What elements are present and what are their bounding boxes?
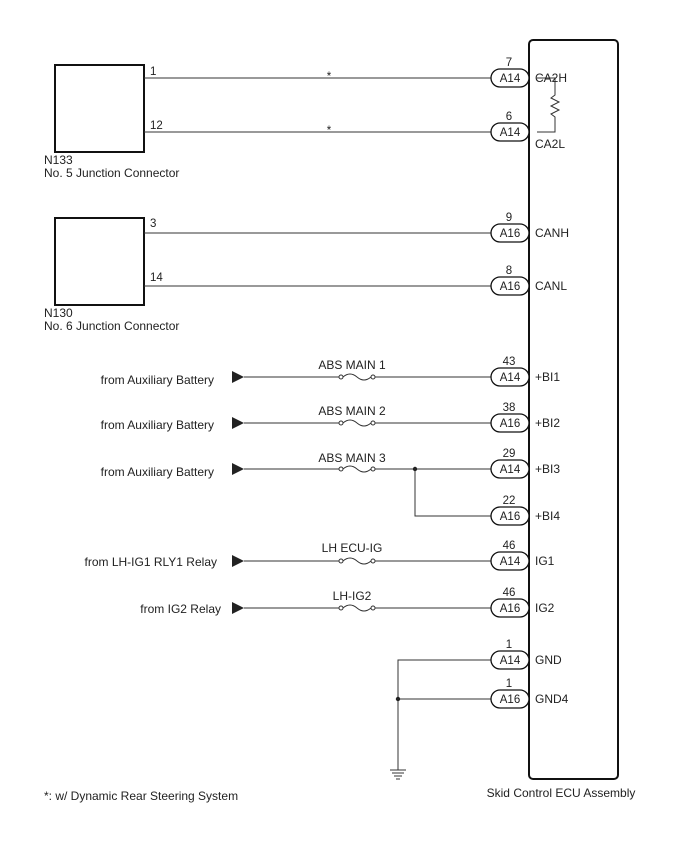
ecu-pin-number-canh: 9 <box>506 212 512 224</box>
fuse-icon <box>338 418 376 428</box>
connector-code-bi4: A16 <box>500 511 520 523</box>
ecu-pin-number-ig2: 46 <box>503 587 516 599</box>
fuse-icon <box>338 603 376 613</box>
arrow-icon <box>232 555 244 567</box>
jc-pin-14: 14 <box>150 272 163 284</box>
jc2-code-label: N130 <box>44 306 73 320</box>
connector-oval-ig2 <box>490 598 530 618</box>
jc1-name-label: No. 5 Junction Connector <box>44 166 179 180</box>
arrow-icon <box>232 463 244 475</box>
arrow-icon <box>232 417 244 429</box>
ecu-pin-number-bi3: 29 <box>503 448 516 460</box>
terminal-label-ig2: IG2 <box>535 601 555 615</box>
connector-code-ca2l: A14 <box>500 127 521 139</box>
connector-code-ig2: A16 <box>500 603 520 615</box>
terminal-label-bi4: +BI4 <box>535 509 560 523</box>
source-bi3: from Auxiliary Battery <box>101 465 214 479</box>
connector-oval-ca2h <box>490 68 530 88</box>
fuse-label-lh-ig2: LH-IG2 <box>333 589 372 603</box>
fuse-icon <box>338 556 376 566</box>
source-ig2: from IG2 Relay <box>140 602 221 616</box>
terminal-label-gnd4: GND4 <box>535 692 569 706</box>
terminal-label-canh: CANH <box>535 226 569 240</box>
ecu-pin-number-bi2: 38 <box>503 402 516 414</box>
connector-code-ca2h: A14 <box>500 73 521 85</box>
fuse-label-lh-ecu-ig: LH ECU-IG <box>322 541 383 555</box>
jc-pin-3: 3 <box>150 218 156 230</box>
junction-dot <box>395 696 401 702</box>
arrow-icon <box>232 602 244 614</box>
junction-connector-n133 <box>54 64 145 153</box>
ground-icon <box>390 769 406 780</box>
ecu-pin-number-bi4: 22 <box>503 495 516 507</box>
jc-pin-12: 12 <box>150 120 163 132</box>
wire-gnd <box>397 659 491 770</box>
connector-oval-ig1 <box>490 551 530 571</box>
connector-oval-bi2 <box>490 413 530 433</box>
ecu-pin-number-canl: 8 <box>506 265 512 277</box>
jc1-code-label: N133 <box>44 153 73 167</box>
termination-resistor <box>537 77 561 133</box>
terminal-label-ca2h: CA2H <box>535 71 567 85</box>
terminal-label-canl: CANL <box>535 279 567 293</box>
connector-code-bi1: A14 <box>500 372 521 384</box>
ecu-pin-number-gnd4: 1 <box>506 678 512 690</box>
fuse-label-abs-main-3: ABS MAIN 3 <box>318 451 386 465</box>
source-bi2: from Auxiliary Battery <box>101 418 214 432</box>
connector-oval-ca2l <box>490 122 530 142</box>
connector-oval-bi1 <box>490 367 530 387</box>
arrow-icon <box>232 371 244 383</box>
connector-code-canh: A16 <box>500 228 520 240</box>
connector-oval-canl <box>490 276 530 296</box>
ecu-pin-number-ca2h: 7 <box>506 57 512 69</box>
connector-oval-gnd <box>490 650 530 670</box>
ecu-pin-number-ca2l: 6 <box>506 111 512 123</box>
ecu-pin-number-bi1: 43 <box>503 356 516 368</box>
terminal-label-bi1: +BI1 <box>535 370 560 384</box>
connector-oval-canh <box>490 223 530 243</box>
fuse-icon <box>338 464 376 474</box>
ecu-name-label: Skid Control ECU Assembly <box>487 786 636 800</box>
junction-connector-n130 <box>54 217 145 306</box>
fuse-icon <box>338 372 376 382</box>
connector-code-gnd: A14 <box>500 655 521 667</box>
wire-bi4 <box>414 469 491 517</box>
connector-oval-bi4 <box>490 506 530 526</box>
connector-code-bi2: A16 <box>500 418 520 430</box>
option-marker-ca2h: * <box>327 71 332 83</box>
ecu-body <box>528 39 619 780</box>
connector-oval-bi3 <box>490 459 530 479</box>
source-ig1: from LH-IG1 RLY1 Relay <box>85 555 218 569</box>
terminal-label-bi3: +BI3 <box>535 462 560 476</box>
fuse-label-abs-main-2: ABS MAIN 2 <box>318 404 386 418</box>
connector-code-bi3: A14 <box>500 464 521 476</box>
terminal-label-bi2: +BI2 <box>535 416 560 430</box>
connector-code-ig1: A14 <box>500 556 521 568</box>
connector-code-canl: A16 <box>500 281 520 293</box>
terminal-label-gnd: GND <box>535 653 562 667</box>
ecu-pin-number-ig1: 46 <box>503 540 516 552</box>
connector-code-gnd4: A16 <box>500 694 520 706</box>
jc-pin-1: 1 <box>150 66 156 78</box>
footnote: *: w/ Dynamic Rear Steering System <box>44 789 238 803</box>
connector-oval-gnd4 <box>490 689 530 709</box>
option-marker-ca2l: * <box>327 125 332 137</box>
terminal-label-ca2l: CA2L <box>535 137 565 151</box>
jc2-name-label: No. 6 Junction Connector <box>44 319 179 333</box>
fuse-label-abs-main-1: ABS MAIN 1 <box>318 358 386 372</box>
source-bi1: from Auxiliary Battery <box>101 373 214 387</box>
junction-dot <box>412 466 418 472</box>
ecu-pin-number-gnd: 1 <box>506 639 512 651</box>
terminal-label-ig1: IG1 <box>535 554 555 568</box>
